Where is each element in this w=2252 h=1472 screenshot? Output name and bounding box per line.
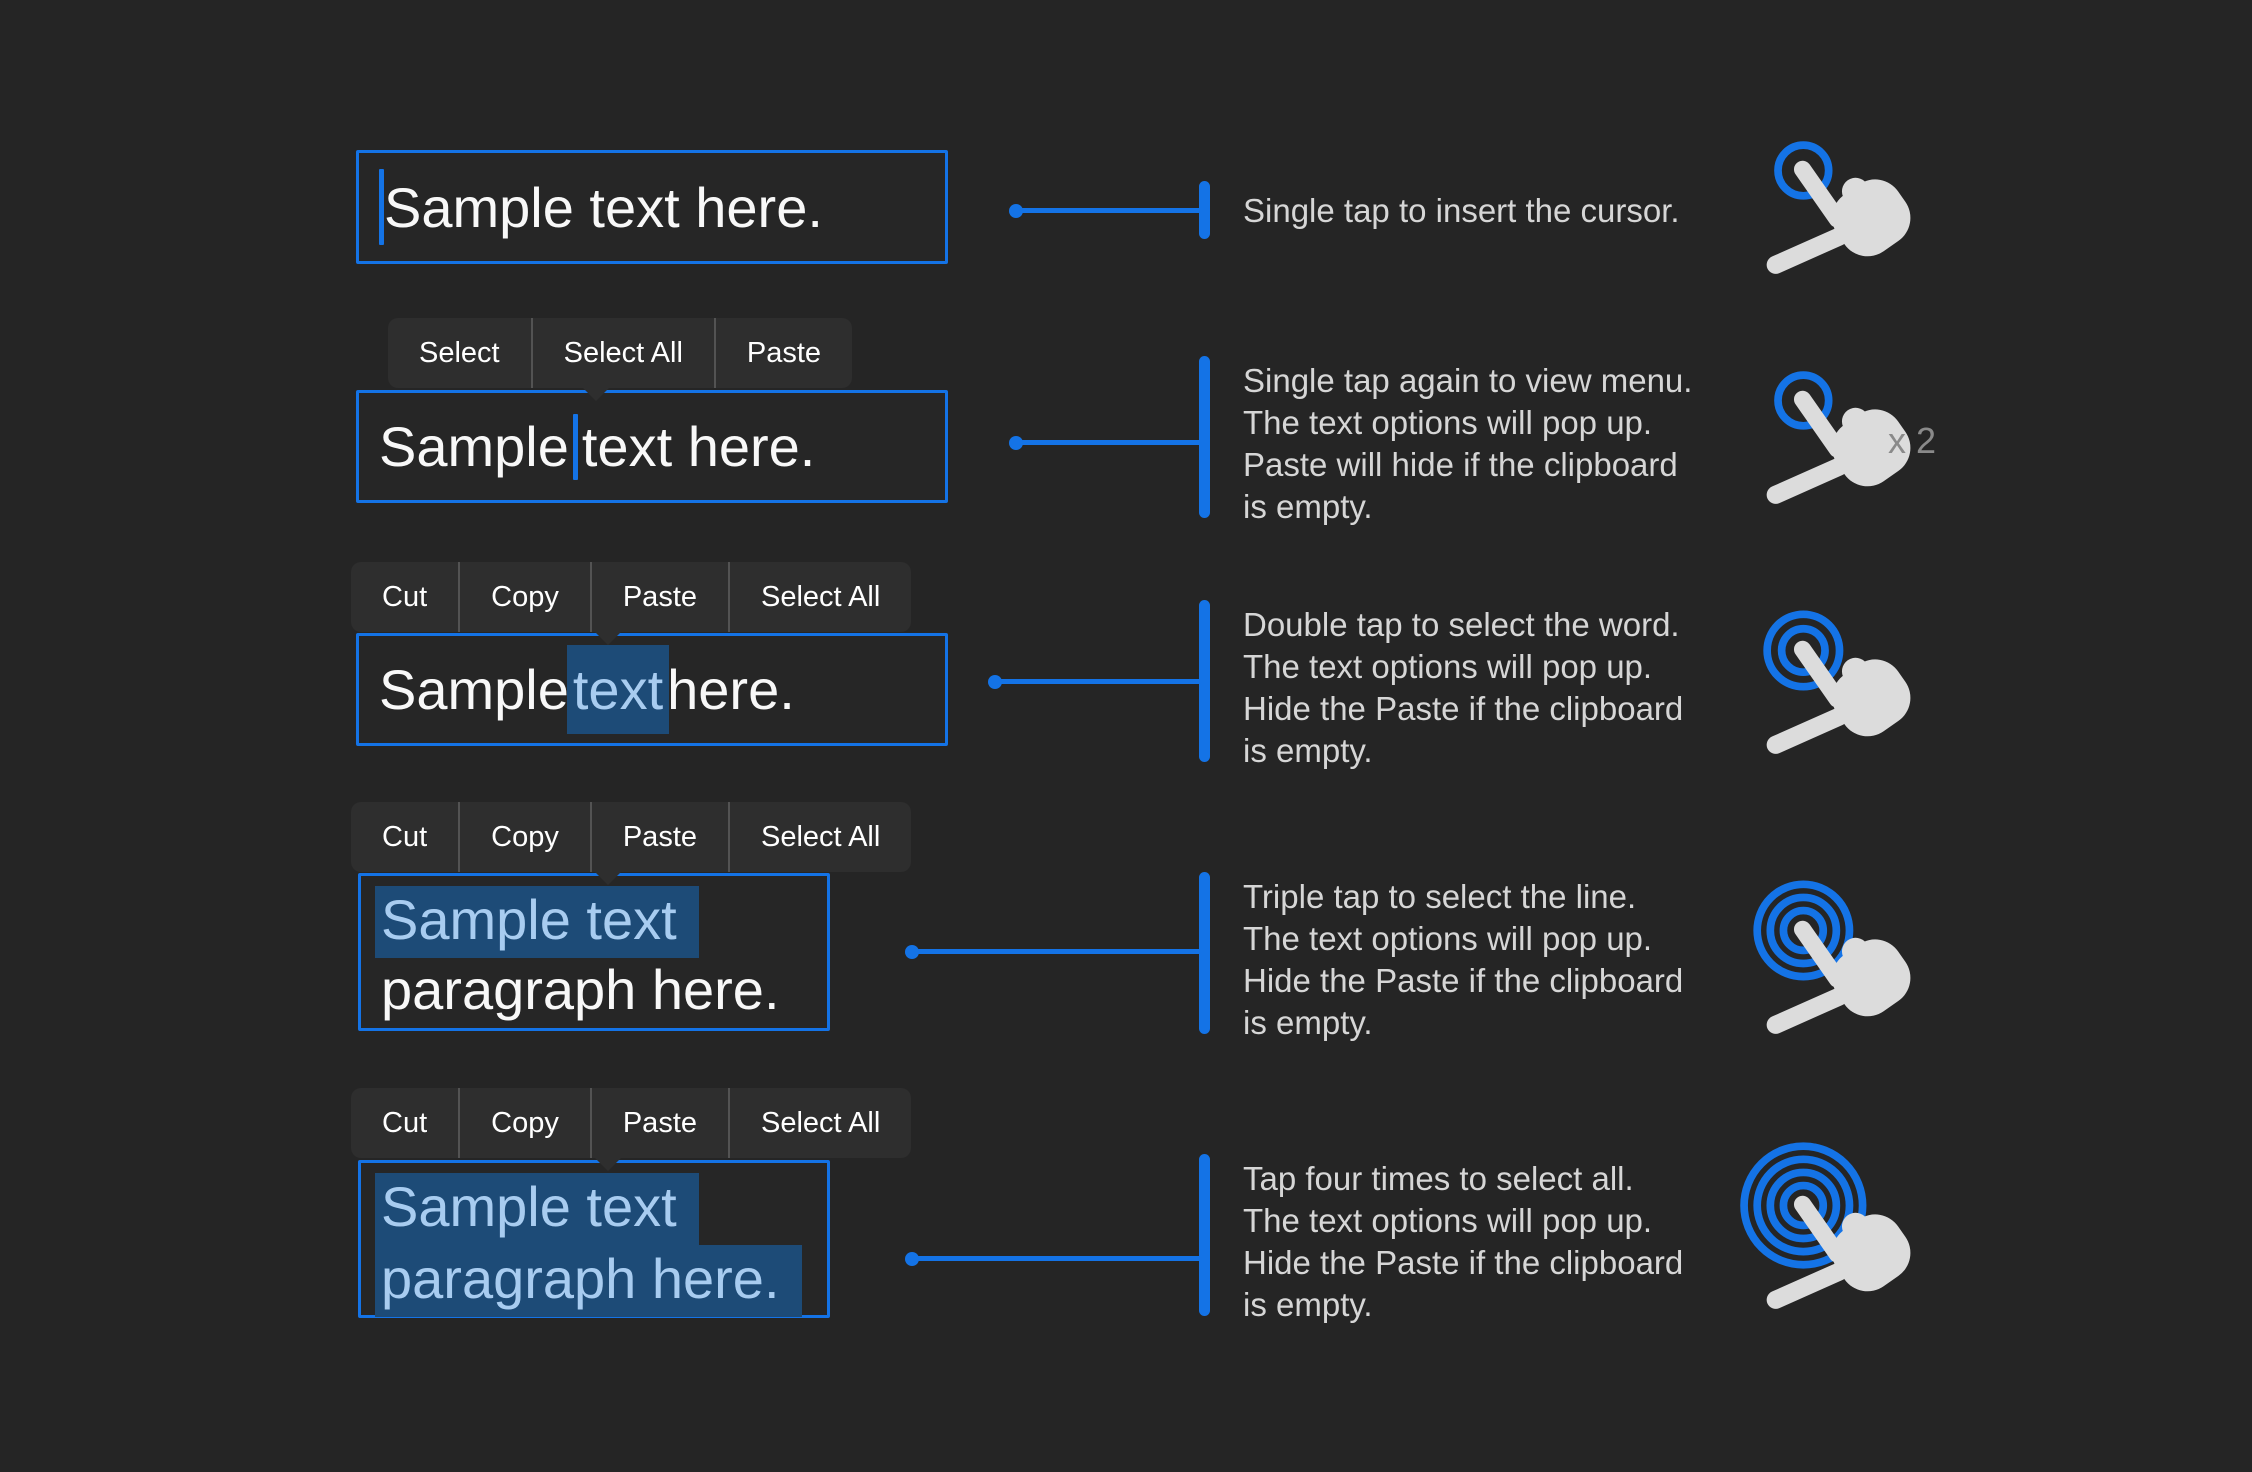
context-menu-edit: Cut Copy Paste Select All (351, 1088, 912, 1171)
menu-item-select[interactable]: Select (419, 336, 500, 369)
tap-ring (1753, 1155, 1854, 1256)
text-cursor (572, 413, 578, 480)
menu-item-paste[interactable]: Paste (589, 1088, 728, 1158)
callout-dot (988, 675, 1002, 689)
callout-dot (1009, 436, 1023, 450)
text-line-1: Sample text (375, 1173, 827, 1245)
caption: Tap four times to select all. The text o… (1243, 1158, 1683, 1326)
sample-text-after: text here. (581, 415, 816, 478)
tap-ring (1779, 1181, 1828, 1230)
sample-text-before: Sample (379, 415, 569, 478)
menu-item-copy[interactable]: Copy (458, 802, 590, 872)
tap-gesture-icon-4 (1740, 1142, 1930, 1343)
callout-line (1022, 208, 1199, 213)
selection-highlight: paragraph here. (375, 1245, 802, 1317)
menu-item-paste[interactable]: Paste (713, 318, 852, 388)
caption-line: is empty. (1243, 1286, 1373, 1323)
context-menu-edit: Cut Copy Paste Select All (351, 802, 912, 885)
text-line-1: Sample text (375, 886, 827, 958)
text-line-2: paragraph here. (381, 958, 780, 1021)
menu-item-copy[interactable]: Copy (458, 562, 590, 632)
text-field-line-selected[interactable]: Sample text paragraph here. (358, 873, 830, 1031)
caption: Double tap to select the word. The text … (1243, 604, 1683, 772)
caption-line: Triple tap to select the line. (1243, 878, 1637, 915)
tap-ring (1763, 610, 1844, 691)
menu-item-select-all[interactable]: Select All (728, 802, 911, 872)
caption-line: is empty. (1243, 1004, 1373, 1041)
caption-line: Single tap again to view menu. (1243, 362, 1693, 399)
tap-ring (1740, 1142, 1867, 1269)
tap-ring (1766, 1168, 1841, 1243)
menu-item-paste[interactable]: Paste (589, 562, 728, 632)
caption-line: Tap four times to select all. (1243, 1160, 1634, 1197)
menu-tail (593, 870, 623, 885)
tap-ring (1766, 893, 1841, 968)
tap-gesture-icon-3 (1740, 878, 1930, 1068)
caption-line: Paste will hide if the clipboard (1243, 446, 1678, 483)
caption: Single tap to insert the cursor. (1243, 190, 1680, 232)
caption-line: The text options will pop up. (1243, 1202, 1653, 1239)
caption-line: Hide the Paste if the clipboard (1243, 962, 1684, 999)
callout-line (1022, 440, 1199, 445)
selection-highlight: text (566, 645, 670, 734)
caption-line: The text options will pop up. (1243, 920, 1653, 957)
sample-text: Sample text here. (384, 175, 823, 239)
text-field-word-selected[interactable]: Sample text here. (356, 633, 948, 746)
menu-tail (581, 386, 611, 401)
callout-bar (1199, 600, 1210, 762)
caption-line: is empty. (1243, 732, 1373, 769)
caption-line: Hide the Paste if the clipboard (1243, 1244, 1684, 1281)
tap-ring (1777, 624, 1829, 677)
caption-line: Double tap to select the word. (1243, 606, 1680, 643)
tap-gesture-icon-2 (1740, 598, 1930, 788)
text-cursor (379, 169, 384, 245)
tap-ring (1779, 906, 1828, 955)
tap-ring (1753, 880, 1854, 981)
caption: Single tap again to view menu. The text … (1243, 360, 1692, 528)
menu-item-paste[interactable]: Paste (589, 802, 728, 872)
callout-dot (1009, 204, 1023, 218)
context-menu-select: Select Select All Paste (388, 318, 853, 401)
menu-item-select-all[interactable]: Select All (728, 562, 911, 632)
callout-line (1001, 679, 1199, 684)
tap-ring (1774, 141, 1833, 200)
menu-item-select-all[interactable]: Select All (530, 318, 714, 388)
caption-line: The text options will pop up. (1243, 648, 1653, 685)
callout-dot (905, 945, 919, 959)
tap-gesture-icon-1 (1740, 118, 1930, 308)
menu-item-cut[interactable]: Cut (382, 1106, 428, 1139)
callout-dot (905, 1252, 919, 1266)
context-menu-edit: Cut Copy Paste Select All (351, 562, 912, 645)
text-field-single-tap[interactable]: Sample text here. (356, 150, 948, 264)
caption-line: Single tap to insert the cursor. (1243, 192, 1680, 229)
selection-highlight: Sample text (375, 1173, 699, 1245)
callout-bar (1199, 181, 1210, 239)
sample-text-before: Sample (379, 658, 569, 721)
caption: Triple tap to select the line. The text … (1243, 876, 1683, 1044)
text-field-all-selected[interactable]: Sample text paragraph here. (358, 1160, 830, 1318)
selection-highlight: Sample text (375, 886, 699, 958)
text-line-2: paragraph here. (375, 1245, 827, 1317)
menu-item-copy[interactable]: Copy (458, 1088, 590, 1158)
menu-tail (593, 1156, 623, 1171)
menu-item-cut[interactable]: Cut (382, 820, 428, 853)
callout-bar (1199, 872, 1210, 1034)
sample-text-after: here. (667, 658, 795, 721)
caption-line: is empty. (1243, 488, 1373, 525)
menu-item-select-all[interactable]: Select All (728, 1088, 911, 1158)
callout-bar (1199, 1154, 1210, 1316)
callout-line (918, 949, 1199, 954)
menu-item-cut[interactable]: Cut (382, 580, 428, 613)
tap-ring (1774, 371, 1833, 430)
caption-line: Hide the Paste if the clipboard (1243, 690, 1684, 727)
tap-count-label: x 2 (1888, 420, 1937, 461)
menu-tail (593, 630, 623, 645)
tap-gesture-icon-1 (1740, 348, 1930, 538)
callout-line (918, 1256, 1199, 1261)
caption-line: The text options will pop up. (1243, 404, 1653, 441)
callout-bar (1199, 356, 1210, 518)
